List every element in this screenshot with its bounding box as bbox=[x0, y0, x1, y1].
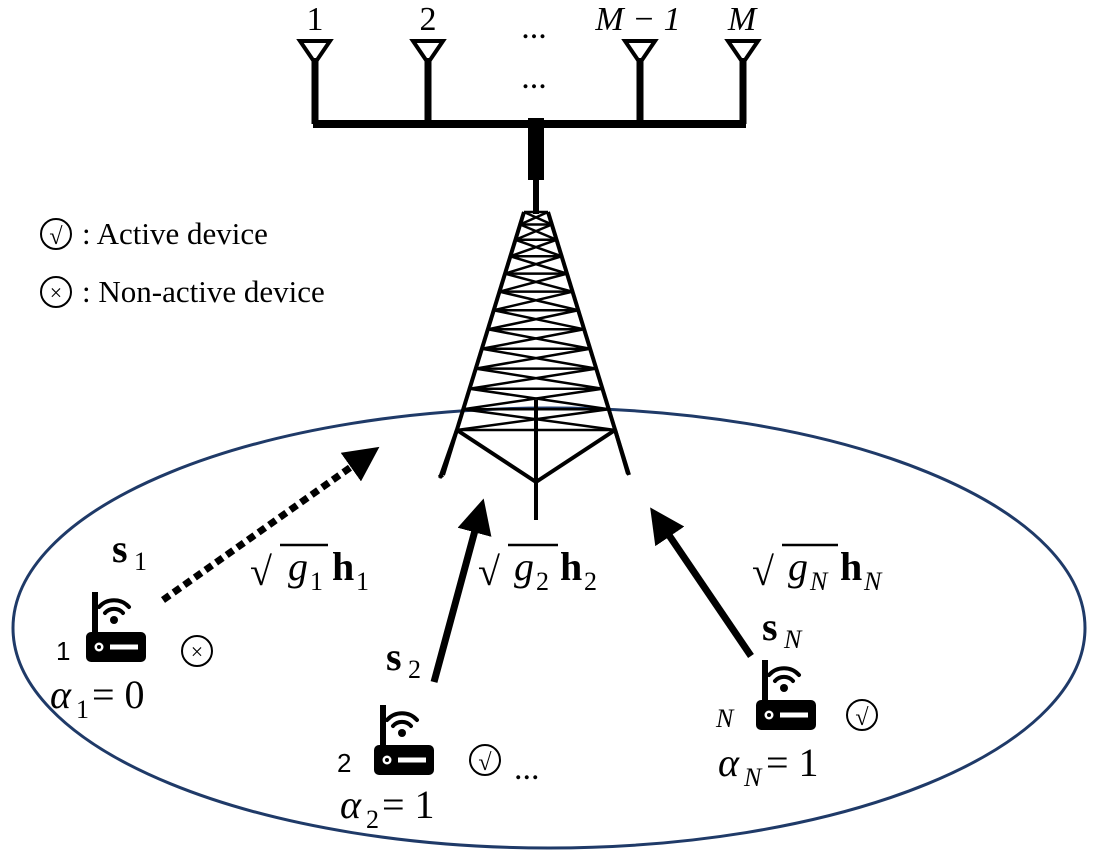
device-2-status-icon: √ bbox=[469, 744, 501, 776]
device-ellipsis: ... bbox=[514, 750, 540, 787]
svg-text:N: N bbox=[809, 567, 829, 596]
antenna-2-icon bbox=[409, 39, 447, 124]
wifi-dot bbox=[780, 684, 788, 692]
uplink-arrow-n bbox=[650, 507, 754, 658]
router-slot bbox=[110, 644, 138, 650]
wifi-arc-inner bbox=[773, 674, 795, 683]
svg-text:√: √ bbox=[752, 549, 774, 594]
active-legend-icon bbox=[40, 218, 72, 250]
svg-text:2: 2 bbox=[366, 805, 379, 834]
antenna-m-minus-1-icon bbox=[621, 39, 659, 124]
svg-text:h: h bbox=[840, 544, 862, 589]
signal-label-1: s 1 bbox=[112, 526, 147, 576]
wifi-arc-outer bbox=[767, 666, 801, 677]
svg-text:= 1: = 1 bbox=[766, 740, 819, 785]
antenna-dots-mid: ... bbox=[521, 59, 547, 96]
svg-text:α: α bbox=[50, 672, 72, 717]
non-active-legend-text: : Non-active device bbox=[82, 274, 325, 309]
svg-text:s: s bbox=[386, 634, 402, 679]
svg-text:1: 1 bbox=[310, 567, 323, 596]
active-legend-text: : Active device bbox=[82, 216, 268, 251]
svg-text:1: 1 bbox=[76, 695, 89, 724]
legend: √ : Active device × : Non-active device bbox=[40, 216, 325, 309]
device-number-n: N bbox=[715, 704, 735, 733]
svg-text:α: α bbox=[718, 740, 740, 785]
device-number-1: 1 bbox=[56, 636, 70, 666]
alpha-label-1: α 1 = 0 bbox=[50, 672, 145, 724]
svg-text:h: h bbox=[332, 544, 354, 589]
svg-text:s: s bbox=[112, 526, 128, 571]
non-active-legend-symbol: × bbox=[50, 280, 62, 305]
router-antenna bbox=[92, 592, 98, 634]
svg-text:×: × bbox=[191, 639, 203, 664]
svg-text:√: √ bbox=[250, 549, 272, 594]
router-slot bbox=[780, 712, 808, 718]
uplink-arrow-2 bbox=[430, 498, 492, 683]
svg-text:s: s bbox=[762, 604, 778, 649]
router-antenna bbox=[380, 705, 386, 747]
signal-label-n: s N bbox=[762, 604, 803, 654]
svg-text:1: 1 bbox=[134, 547, 147, 576]
svg-text:h: h bbox=[560, 544, 582, 589]
svg-text:g: g bbox=[788, 544, 808, 589]
antenna-array bbox=[296, 39, 762, 214]
svg-text:= 1: = 1 bbox=[382, 782, 435, 827]
svg-text:α: α bbox=[340, 782, 362, 827]
antenna-label-1: 1 bbox=[307, 1, 324, 38]
device-number-2: 2 bbox=[337, 748, 351, 778]
svg-text:√: √ bbox=[478, 549, 500, 594]
svg-text:N: N bbox=[743, 763, 763, 792]
svg-text:2: 2 bbox=[584, 567, 597, 596]
antenna-label-2: 2 bbox=[420, 1, 437, 38]
signal-label-2: s 2 bbox=[386, 634, 421, 684]
svg-text:N: N bbox=[863, 567, 883, 596]
alpha-label-2: α 2 = 1 bbox=[340, 782, 435, 834]
uplink-arrow-1 bbox=[160, 446, 380, 603]
alpha-label-n: α N = 1 bbox=[718, 740, 819, 792]
antenna-label-m-minus-1: M − 1 bbox=[594, 1, 680, 38]
non-active-legend-icon bbox=[40, 276, 72, 308]
wifi-arc-inner bbox=[103, 606, 125, 615]
device-n-router-icon bbox=[756, 660, 816, 730]
svg-text:g: g bbox=[514, 544, 534, 589]
svg-text:N: N bbox=[783, 625, 803, 654]
channel-label-n: √ g N h N bbox=[752, 543, 883, 596]
wifi-dot bbox=[110, 616, 118, 624]
wifi-arc-inner bbox=[391, 719, 413, 728]
svg-text:1: 1 bbox=[356, 567, 369, 596]
svg-text:√: √ bbox=[478, 750, 492, 776]
antenna-label-m: M bbox=[727, 1, 758, 38]
device-1-router-icon bbox=[86, 592, 146, 662]
wifi-dot bbox=[398, 729, 406, 737]
antenna-1-icon bbox=[296, 39, 334, 124]
base-station-tower-icon bbox=[438, 210, 631, 520]
device-2-router-icon bbox=[374, 705, 434, 775]
antenna-dots-top: ... bbox=[521, 9, 547, 46]
router-slot bbox=[398, 757, 426, 763]
device-1-status-icon: × bbox=[181, 635, 213, 667]
device-n-status-icon: √ bbox=[846, 699, 878, 731]
channel-label-1: √ g 1 h 1 bbox=[250, 543, 369, 596]
wifi-arc-outer bbox=[97, 598, 131, 609]
svg-text:√: √ bbox=[855, 705, 869, 731]
svg-text:= 0: = 0 bbox=[92, 672, 145, 717]
active-legend-symbol: √ bbox=[49, 224, 63, 250]
svg-text:2: 2 bbox=[408, 655, 421, 684]
svg-text:g: g bbox=[288, 544, 308, 589]
router-antenna bbox=[762, 660, 768, 702]
channel-label-2: √ g 2 h 2 bbox=[478, 543, 597, 596]
antenna-m-icon bbox=[724, 39, 762, 124]
svg-text:2: 2 bbox=[536, 567, 549, 596]
wifi-arc-outer bbox=[385, 711, 419, 722]
